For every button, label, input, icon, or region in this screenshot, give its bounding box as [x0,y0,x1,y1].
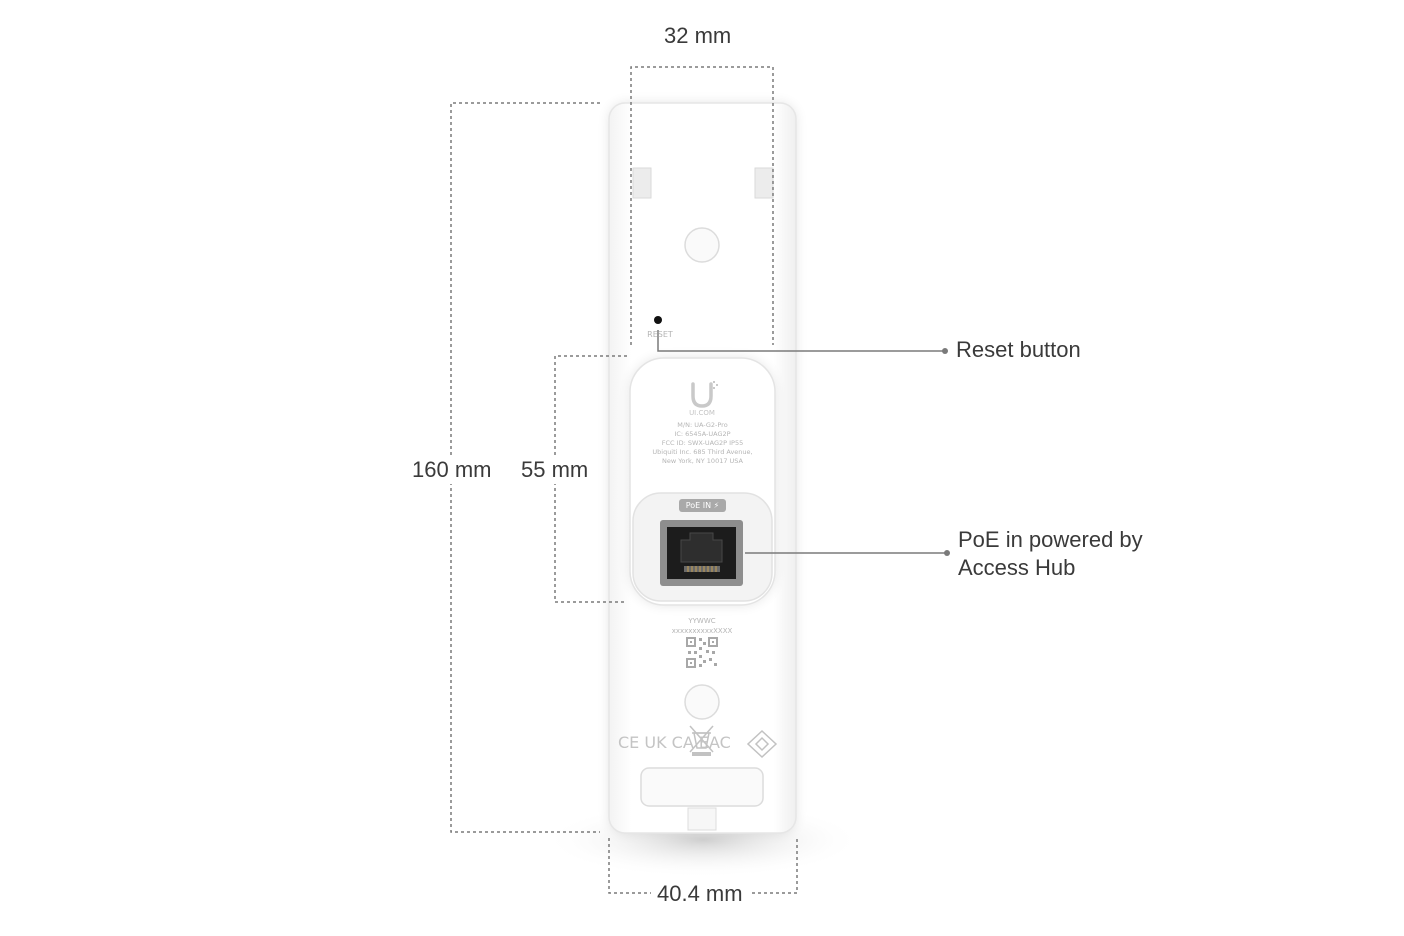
screw-hole-top [684,227,720,263]
callout-lines [657,330,950,556]
bottom-tab [687,807,717,831]
weee-bin-icon [689,725,714,756]
serial-print: YYWWC xxxxxxxxxxXXXX [662,616,742,636]
poe-callout-line-2: Access Hub [958,555,1076,580]
dim-height-label: 160 mm [406,456,498,484]
poe-callout-line-1: PoE in powered by [958,527,1143,552]
ui-logo-icon [691,381,718,408]
reset-print: RESET [647,330,673,339]
poe-in-badge: PoE IN ⚡ [679,500,726,511]
dim-height-line [450,102,600,833]
dim-bottom-width-label: 40.4 mm [651,880,749,908]
dim-module-height-label: 55 mm [515,456,595,484]
regulatory-label: M/N: UA-G2-Pro IC: 6545A-UAG2P FCC ID: S… [637,421,768,466]
reset-button-callout: Reset button [956,337,1081,362]
mount-slot-right [754,167,774,199]
regulatory-line: M/N: UA-G2-Pro [677,421,728,429]
dim-bottom-width-line [608,838,798,894]
regulatory-line: Ubiquiti Inc. 685 Third Avenue, [652,448,753,456]
dim-top-width-label: 32 mm [658,22,738,50]
rj45-port-icon [660,520,743,586]
rcm-mark-icon [746,729,778,759]
screw-hole-bottom [684,684,720,720]
regulatory-line: New York, NY 10017 USA [662,457,743,465]
regulatory-line: IC: 6545A-UAG2P [674,430,731,438]
mount-slot-left [632,167,652,199]
poe-callout: PoE in powered by Access Hub [958,526,1143,582]
regulatory-line: FCC ID: SWX-UAG2P IP55 [661,439,744,447]
reset-pinhole [654,316,662,324]
dim-top-width-line [630,66,774,345]
cable-slot [640,767,764,807]
poe-in-badge-text: PoE IN [685,501,712,510]
cert-marks: CE UK CA EAC [618,733,731,752]
serial-line-1: YYWWC [688,617,716,625]
qr-code-icon [686,637,718,668]
serial-line-2: xxxxxxxxxxXXXX [671,627,733,635]
reset-callout-line [657,330,944,352]
brand-print: UI.COM [689,409,715,417]
lightning-icon: ⚡ [713,501,720,510]
